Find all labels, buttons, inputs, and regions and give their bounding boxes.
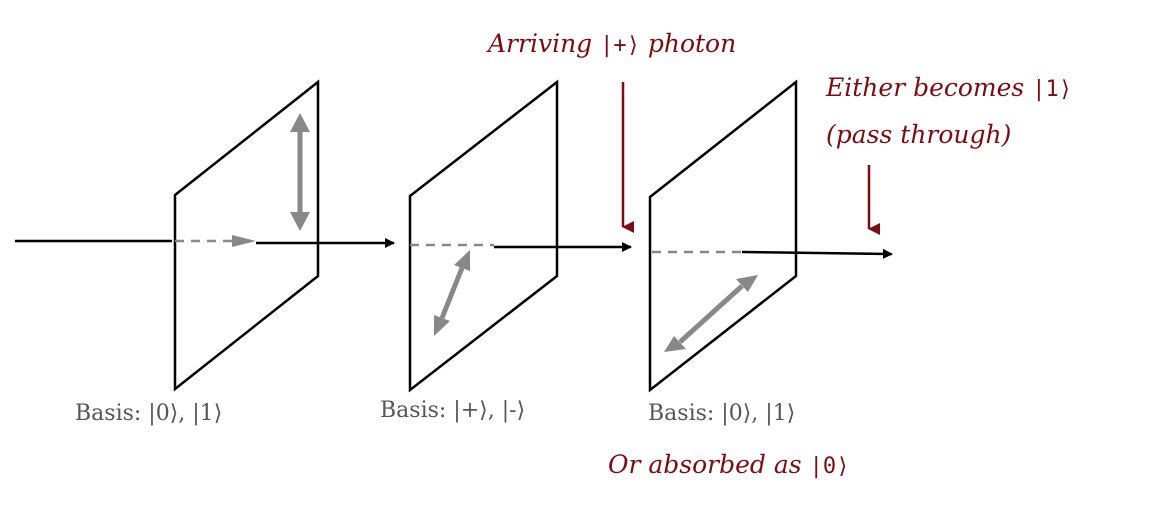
filter-3-frame [648, 79, 798, 393]
filter-3-polarization-axis [664, 275, 758, 352]
filter-1-frame [173, 79, 320, 392]
absorbed-label: Or absorbed as |0⟩ [608, 450, 849, 479]
outgoing-beam [741, 248, 893, 259]
filter-2: Basis: |+⟩, |-⟩ [380, 79, 632, 423]
filter-1: Basis: |0⟩, |1⟩ [75, 79, 395, 426]
filter-1-polarization-axis [290, 113, 310, 231]
filter-2-polarization-axis [434, 250, 470, 336]
filter-2-frame [408, 79, 559, 393]
either-becomes-label: Either becomes |1⟩ [825, 73, 1072, 102]
filter-3: Basis: |0⟩, |1⟩ [648, 79, 893, 426]
filter-3-basis-label: Basis: |0⟩, |1⟩ [648, 401, 795, 426]
filter-1-hidden-beam-arrowhead [232, 235, 256, 247]
arriving-photon-label: Arriving |+⟩ photon [486, 29, 736, 58]
filter-1-basis-label: Basis: |0⟩, |1⟩ [75, 401, 222, 426]
filter-2-basis-label: Basis: |+⟩, |-⟩ [380, 398, 525, 423]
pass-through-label: (pass through) [826, 120, 1011, 149]
